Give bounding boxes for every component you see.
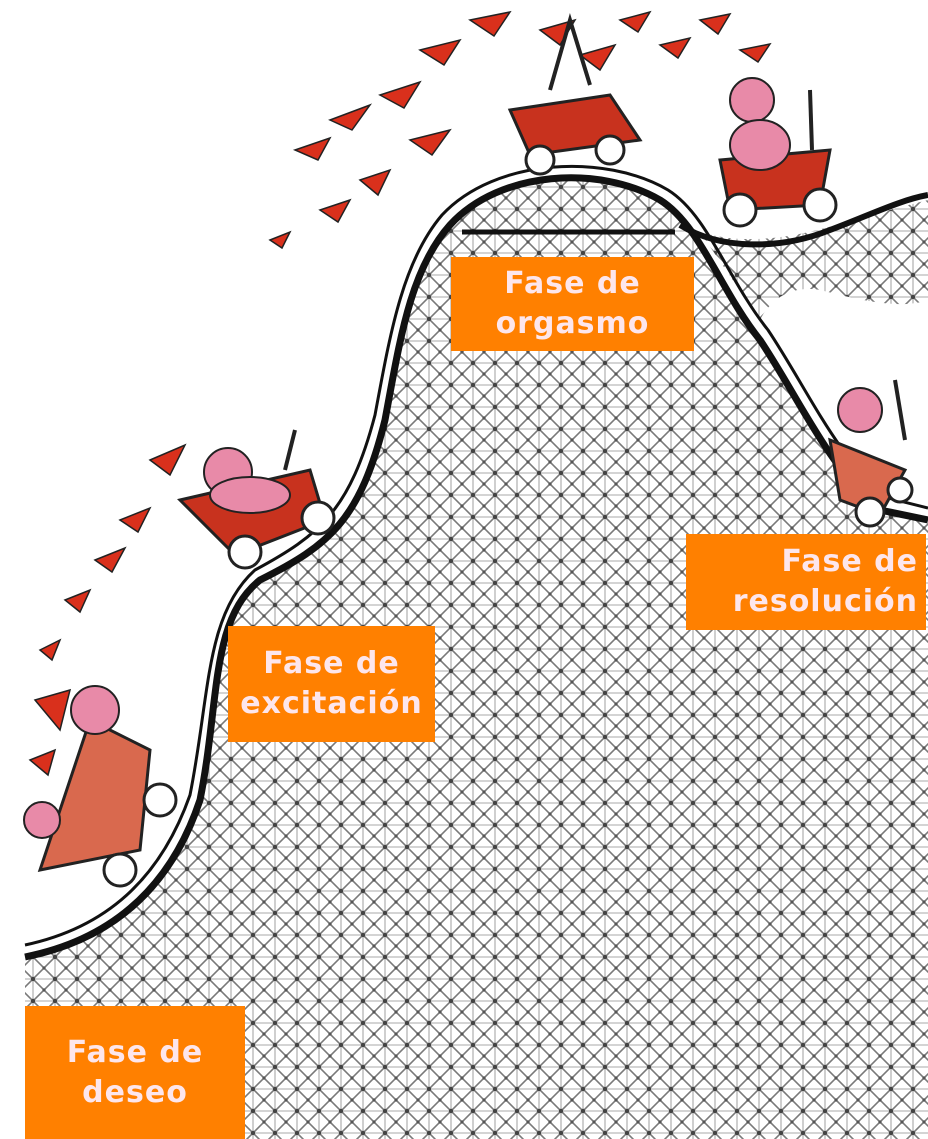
cart-top-right [718,77,838,228]
cart-mid-left [177,429,336,570]
debris-cluster [28,10,772,777]
coaster-track [24,174,928,961]
scaffold-right [700,200,928,320]
phase-label-orgasmo: Fase de orgasmo [451,257,694,351]
phase-label-resolucion: Fase de resolución [686,534,926,630]
cart-resolution [828,379,914,528]
phase-label-excitacion: Fase de excitación [228,626,435,742]
cart-top-crashing [507,12,643,176]
phase-label-orgasmo-line1: Fase de [504,266,641,301]
coaster-track-inner [24,164,928,947]
phase-label-deseo: Fase de deseo [25,1006,245,1139]
phase-label-excitacion-line1: Fase de [263,646,400,681]
phase-label-orgasmo-line2: orgasmo [495,306,650,341]
phase-label-deseo-line2: deseo [82,1074,188,1110]
phase-label-excitacion-line2: excitación [240,686,423,721]
upper-track [678,192,928,248]
cart-bottom-left [23,685,178,888]
phase-label-resolucion-line1: Fase de [781,544,918,579]
phase-label-resolucion-line2: resolución [732,584,918,619]
scaffold-structure [25,177,928,1139]
phase-label-deseo-line1: Fase de [66,1034,204,1070]
